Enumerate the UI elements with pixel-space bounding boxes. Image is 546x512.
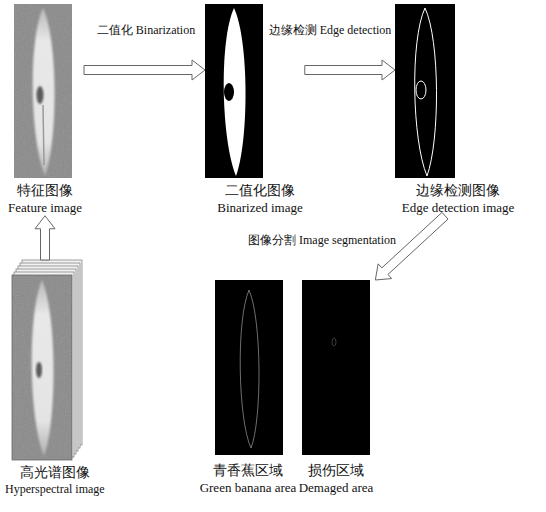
edge-label: 二值化 Binarization [95, 23, 197, 37]
image-ground [395, 4, 455, 178]
image-ground [215, 280, 283, 455]
banana-mask [224, 8, 246, 176]
damage-spot [36, 362, 42, 378]
block-arrow [84, 60, 205, 80]
damaged-area-image [302, 280, 370, 455]
image-ground [205, 4, 263, 178]
block-arrow [305, 60, 395, 80]
banana-edge [415, 8, 437, 176]
caption-zh: 损伤区域 [308, 462, 364, 480]
green-area-image [215, 280, 283, 455]
caption-zh: 特征图像 [17, 182, 73, 200]
image-panel: 损伤区域Demaged area [297, 280, 376, 496]
image-panel: 特征图像Feature image [6, 4, 84, 216]
edge-label: 图像分割 Image segmentation [246, 233, 398, 247]
image-grain [12, 275, 72, 460]
edge-label-holder: 二值化 Binarization [95, 23, 197, 37]
edge-label-holder: 图像分割 Image segmentation [246, 233, 398, 247]
block-arrow [35, 216, 55, 260]
feature-image [14, 4, 72, 178]
caption-zh: 青香蕉区域 [213, 462, 283, 480]
image-panel: 高光谱图像Hyperspectral image [3, 260, 107, 497]
image-grain [14, 4, 72, 178]
image-panel: 青香蕉区域Green banana area [198, 280, 299, 496]
banana-ridge [43, 105, 44, 165]
caption-zh: 二值化图像 [225, 182, 295, 200]
edge-label-holder: 边缘检测 Edge detection [267, 23, 394, 37]
caption-en: Green banana area [200, 480, 297, 496]
caption-en: Binarized image [217, 200, 303, 216]
image-panel: 边缘检测图像Edge detection image [395, 4, 516, 216]
caption-en: Edge detection image [402, 200, 515, 216]
damage-outline [332, 338, 336, 346]
binarized-image [205, 4, 263, 178]
caption-en: Demaged area [299, 480, 374, 496]
hyperspectral-stack [12, 260, 82, 460]
caption-zh: 边缘检测图像 [416, 182, 500, 200]
banana-shape [33, 8, 55, 176]
caption-en: Feature image [8, 200, 82, 216]
damage-spot [37, 86, 44, 104]
caption-en: Hyperspectral image [5, 482, 105, 497]
edge-label: 边缘检测 Edge detection [267, 23, 394, 37]
banana-shape [32, 280, 54, 456]
image-ground [14, 4, 72, 178]
image-ground [302, 280, 370, 455]
caption-zh: 高光谱图像 [20, 464, 90, 482]
image-ground [12, 275, 72, 460]
damage-mask [224, 83, 234, 101]
damage-edge [416, 81, 426, 99]
edge-image [395, 4, 455, 178]
banana-outline [240, 290, 259, 448]
